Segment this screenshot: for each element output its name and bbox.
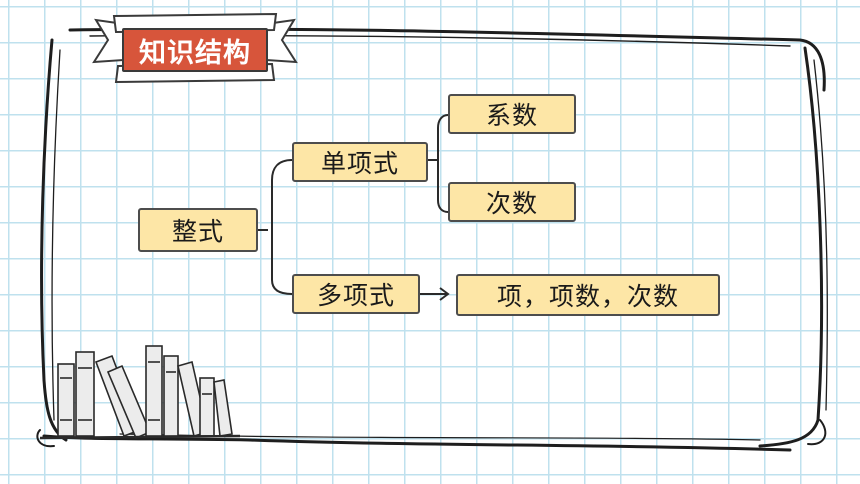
books-illustration: [39, 345, 241, 440]
banner-title: 知识结构: [122, 28, 268, 72]
node-coefficient: 系数: [448, 94, 576, 134]
tree-connectors: [256, 114, 450, 301]
node-degree: 次数: [448, 182, 576, 222]
node-polynomial-detail: 项，项数，次数: [456, 274, 720, 316]
node-monomial: 单项式: [292, 142, 428, 182]
node-root: 整式: [138, 208, 258, 252]
node-polynomial: 多项式: [292, 274, 420, 314]
